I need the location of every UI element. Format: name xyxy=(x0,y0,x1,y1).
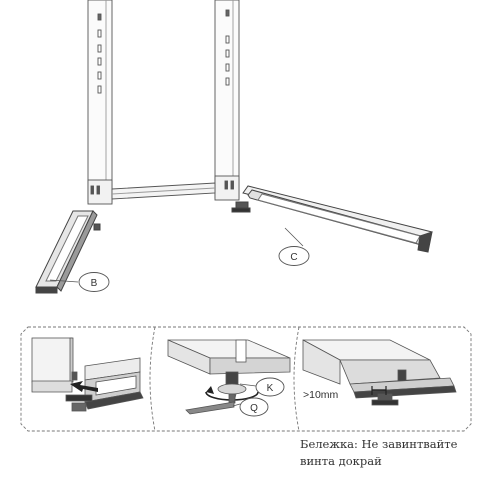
callout-b: B xyxy=(49,272,110,292)
detail-step-3 xyxy=(302,339,457,406)
callout-c: C xyxy=(278,227,310,266)
callout-k: K xyxy=(239,377,285,397)
callout-q: Q xyxy=(232,397,269,417)
right-post xyxy=(214,0,240,201)
callout-b-label: B xyxy=(91,278,98,289)
note-line-1: Бележка: Не завинтвайте xyxy=(300,437,458,451)
left-post xyxy=(87,0,113,205)
detail-step-2 xyxy=(167,339,291,415)
clearance-label: >10mm xyxy=(303,389,339,401)
detail-step-1 xyxy=(31,337,144,412)
foot-b xyxy=(35,210,101,294)
cross-bar xyxy=(111,182,216,200)
callout-q-label: Q xyxy=(250,403,258,414)
callout-k-label: K xyxy=(267,383,274,394)
callout-c-label: C xyxy=(290,252,297,263)
note: Бележка: Не завинтвайте винта докрай xyxy=(300,436,486,470)
appliance-frame xyxy=(87,0,240,205)
foot-c xyxy=(231,185,433,253)
note-line-2: винта докрай xyxy=(300,454,382,468)
